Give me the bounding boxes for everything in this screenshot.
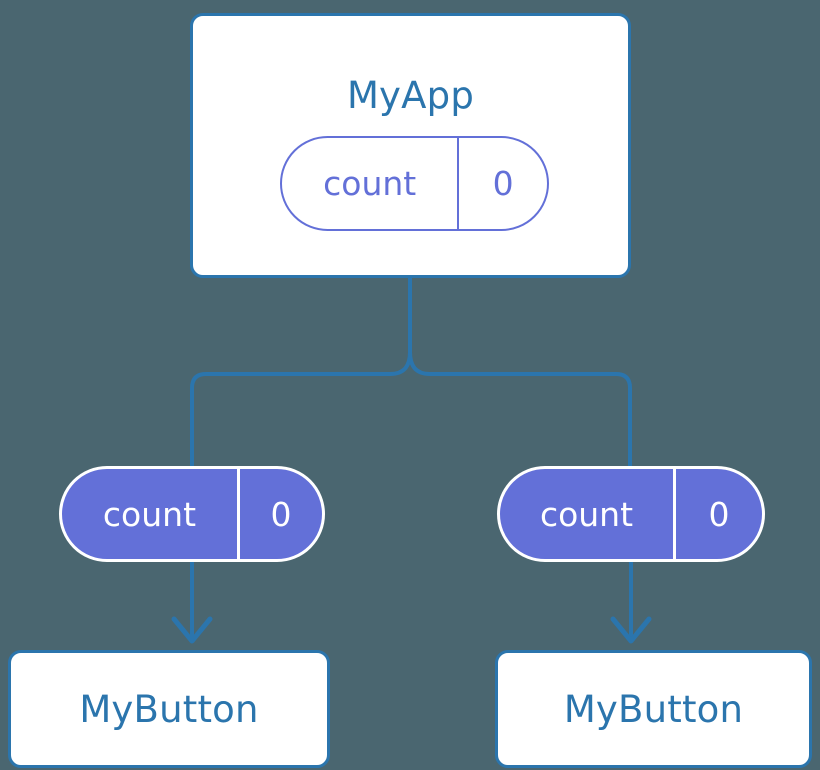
state-pill-branch-right-count[interactable]: count 0 — [497, 466, 765, 562]
component-title-mybutton: MyButton — [563, 687, 744, 731]
arrowhead-right-icon — [610, 616, 652, 644]
state-pill-value: 0 — [457, 138, 547, 229]
component-card-mybutton-left[interactable]: MyButton — [8, 650, 330, 768]
component-card-myapp[interactable]: MyApp count 0 — [190, 13, 631, 278]
state-pill-branch-left-count[interactable]: count 0 — [59, 466, 325, 562]
fork-branch-right — [408, 351, 632, 466]
state-pill-value: 0 — [673, 469, 762, 559]
state-pill-key: count — [323, 164, 417, 203]
fork-branch-left — [190, 351, 412, 466]
state-pill-key: count — [102, 494, 197, 534]
state-pill-value: 0 — [236, 469, 322, 559]
component-title-mybutton: MyButton — [79, 687, 259, 731]
state-pill-myapp-count[interactable]: count 0 — [280, 136, 549, 231]
state-pill-key: count — [539, 494, 634, 534]
arrowhead-left-icon — [171, 616, 213, 644]
component-card-mybutton-right[interactable]: MyButton — [495, 650, 812, 768]
component-title-myapp: MyApp — [346, 74, 475, 117]
